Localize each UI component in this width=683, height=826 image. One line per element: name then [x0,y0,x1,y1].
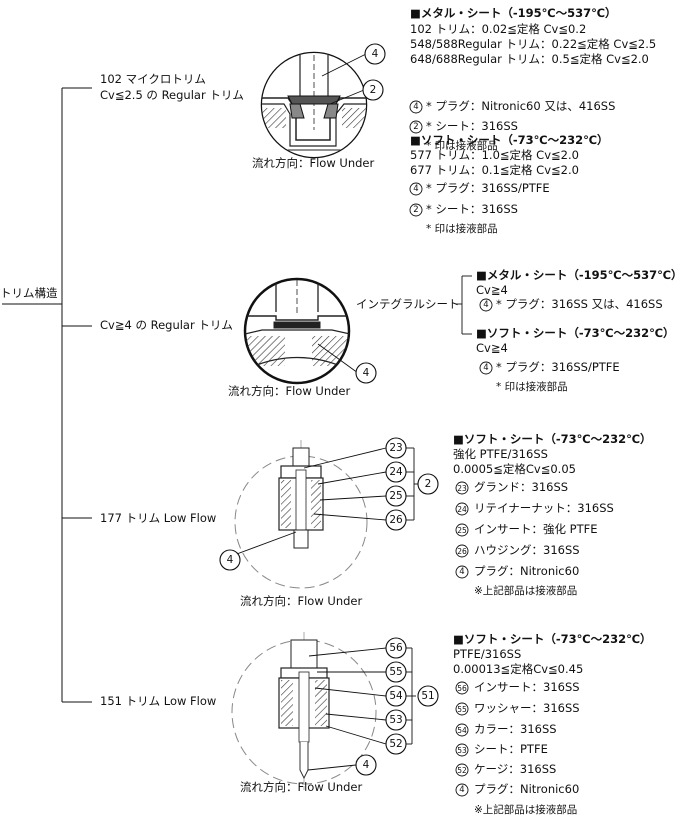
s2-soft-cv: Cv≧4 [476,341,508,355]
s4-item-text: インサート：316SS [474,680,580,694]
callout-26: 26 [389,514,403,526]
s2-soft-plug: * プラグ：316SS/PTFE [496,360,620,374]
s4-item-text: カラー：316SS [474,722,557,736]
s2-metal-cv: Cv≧4 [476,283,508,297]
s4-item-num: 52 [457,766,467,775]
s1-metal-line: 102 トリム：0.02≦定格 Cv≦0.2 [410,22,587,36]
s4-line2: 0.00013≦定格Cv≦0.45 [453,662,584,676]
s2-soft-title: ■ソフト・シート（-73℃～232℃） [476,326,675,340]
s3-item-num: 25 [457,526,467,535]
s2-note: * 印は接液部品 [496,381,568,393]
flow-label-1: 流れ方向：Flow Under [252,156,375,170]
leader-lines [225,53,472,771]
tree-lines [2,87,92,703]
s1-metal-line: 548/588Regular トリム：0.22≦定格 Cv≦2.5 [410,37,657,51]
s2-integral-seat: インテグラルシート [356,297,460,311]
s1-metal-title: ■メタル・シート（-195℃～537℃） [410,6,617,20]
s4-note: ※上記部品は接液部品 [474,804,578,816]
s3-item-num: 23 [457,484,467,493]
s1-soft-plug: * プラグ：316SS/PTFE [426,181,550,195]
s4-item-num: 56 [457,684,467,693]
trim-drawing-102 [260,51,368,159]
callout-4: 4 [362,759,370,771]
branch-151-label: 151 トリム Low Flow [100,694,217,708]
callout-56: 56 [389,642,403,654]
s3-item-text: ハウジング：316SS [474,543,580,557]
flow-label-4: 流れ方向：Flow Under [240,780,363,794]
diagram-graphics [2,43,493,797]
callout-54: 54 [389,690,403,702]
s3-title: ■ソフト・シート（-73℃～232℃） [453,432,652,446]
s1-num: 2 [413,122,419,132]
spec-number-circles [409,100,493,797]
s1-num: 4 [413,184,419,194]
s4-line1: PTFE/316SS [453,647,522,661]
callout-24: 24 [389,466,403,478]
branch-regular-label: Cv≧4 の Regular トリム [100,318,233,332]
s3-note: ※上記部品は接液部品 [474,585,578,597]
s3-line1: 強化 PTFE/316SS [453,447,548,461]
s2-metal-title: ■メタル・シート（-195℃～537℃） [476,268,683,282]
branch-177-label: 177 トリム Low Flow [100,511,217,525]
callout-53: 53 [389,714,403,726]
callout-circles [219,43,439,776]
s1-metal-line: 648/688Regular トリム：0.5≦定格 Cv≦2.0 [410,52,649,66]
s1-soft-line: 677 トリム：0.1≦定格 Cv≦2.0 [410,163,579,177]
s1-soft-line: 577 トリム：1.0≦定格 Cv≦2.0 [410,148,579,162]
callout-2: 2 [369,84,377,96]
flow-label-2: 流れ方向：Flow Under [228,384,351,398]
s3-item-num: 4 [459,567,465,577]
s3-line2: 0.0005≦定格Cv≦0.05 [453,462,576,476]
s1-metal-plug: * プラグ：Nitronic60 又は、416SS [426,99,616,113]
s3-item-num: 26 [457,547,467,556]
s4-item-text: シート：PTFE [474,742,548,756]
trim-drawing-151 [231,632,377,790]
s2-num: 4 [483,363,489,373]
s4-title: ■ソフト・シート（-73℃～232℃） [453,632,652,646]
s1-num: 4 [413,102,419,112]
s3-item-num: 24 [457,505,467,514]
s3-item-text: インサート：強化 PTFE [474,522,598,536]
s1-note1: * 印は接液部品 [426,140,498,152]
s1-soft-title: ■ソフト・シート（-73℃～232℃） [410,133,609,147]
s3-item-text: リテイナーナット：316SS [474,501,614,515]
tree-root-label: トリム構造 [0,286,58,300]
branch-102-sublabel: Cv≦2.5 の Regular トリム [100,88,244,102]
callout-4: 4 [371,48,379,60]
flow-label-3: 流れ方向：Flow Under [240,594,363,608]
s2-num: 4 [483,300,489,310]
callout-25: 25 [389,490,403,502]
s4-item-num: 53 [457,746,467,755]
callout-55: 55 [389,666,403,678]
trim-drawing-regular [243,277,351,385]
branch-102-label: 102 マイクロトリム [100,72,206,86]
callout-4: 4 [362,367,370,379]
s4-item-num: 55 [457,705,467,714]
s1-soft-seat: * シート：316SS [426,202,518,216]
s3-item-text: プラグ：Nitronic60 [474,564,580,578]
s4-item-text: ワッシャー：316SS [474,701,580,715]
s2-metal-plug: * プラグ：316SS 又は、416SS [496,297,663,311]
s4-item-num: 4 [459,785,465,795]
callout-51: 51 [421,690,435,702]
s4-item-text: プラグ：Nitronic60 [474,782,580,796]
s4-item-num: 54 [457,726,467,735]
callout-4: 4 [226,554,234,566]
s1-metal-seat: * シート：316SS [426,119,518,133]
s1-num: 2 [413,205,419,215]
callout-23: 23 [389,442,403,454]
s4-item-text: ケージ：316SS [474,762,557,776]
trim-drawing-177 [234,440,368,589]
callout-52: 52 [389,738,403,750]
s3-item-text: グランド：316SS [474,480,569,494]
s1-note2: * 印は接液部品 [426,223,498,235]
callout-2: 2 [424,478,432,490]
